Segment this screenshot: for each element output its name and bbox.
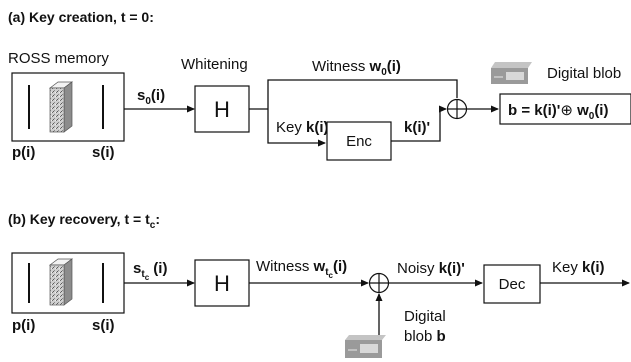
ross-memory-box-a xyxy=(11,72,125,142)
blob-label-b-line2: blob b xyxy=(404,328,446,345)
panel-b-title: (b) Key recovery, t = tc: xyxy=(8,211,160,231)
ross-chip-icon xyxy=(48,258,74,306)
ross-memory-label: ROSS memory xyxy=(8,50,109,67)
p-label-b: p(i) xyxy=(12,317,35,334)
stc-label: stc (i) xyxy=(133,260,167,282)
digital-blob-label-a: Digital blob xyxy=(547,65,621,82)
witness-label-b: Witness wtc(i) xyxy=(256,258,347,280)
witness-path-a xyxy=(267,79,458,109)
whitening-label: Whitening xyxy=(181,56,248,73)
xor-symbol-b xyxy=(368,272,390,294)
p-label-a: p(i) xyxy=(12,144,35,161)
h-block-a-label: H xyxy=(214,97,230,122)
xor-symbol-a xyxy=(446,98,468,120)
enc-block xyxy=(326,121,392,161)
panel-a-title: (a) Key creation, t = 0: xyxy=(8,9,154,25)
h-block-a xyxy=(194,85,250,133)
noisy-label: Noisy k(i)' xyxy=(397,260,465,277)
dec-block xyxy=(483,264,541,304)
blob-device-icon-a xyxy=(491,62,532,84)
witness-label-a: Witness w0(i) xyxy=(312,58,401,78)
dec-block-label: Dec xyxy=(499,276,526,293)
ross-chip-icon xyxy=(48,81,74,133)
kprime-label-a: k(i)' xyxy=(404,119,430,136)
key-path-a xyxy=(267,109,326,147)
ross-memory-box-b xyxy=(11,252,125,314)
h-block-b-label: H xyxy=(214,271,230,296)
kprime-path-a xyxy=(391,105,447,142)
key-label-b: Key k(i) xyxy=(552,259,605,276)
key-label-a: Key k(i) xyxy=(276,119,329,136)
blob-formula: b = k(i)'⊕ w0(i) xyxy=(508,102,608,122)
blob-label-b-line1: Digital xyxy=(404,308,446,325)
s-label-a: s(i) xyxy=(92,144,115,161)
s-label-b: s(i) xyxy=(92,317,115,334)
enc-block-label: Enc xyxy=(346,133,372,150)
s0-label: s0(i) xyxy=(137,87,165,107)
h-block-b xyxy=(194,259,250,307)
blob-formula-box xyxy=(499,93,631,125)
blob-device-icon-b xyxy=(345,335,386,358)
